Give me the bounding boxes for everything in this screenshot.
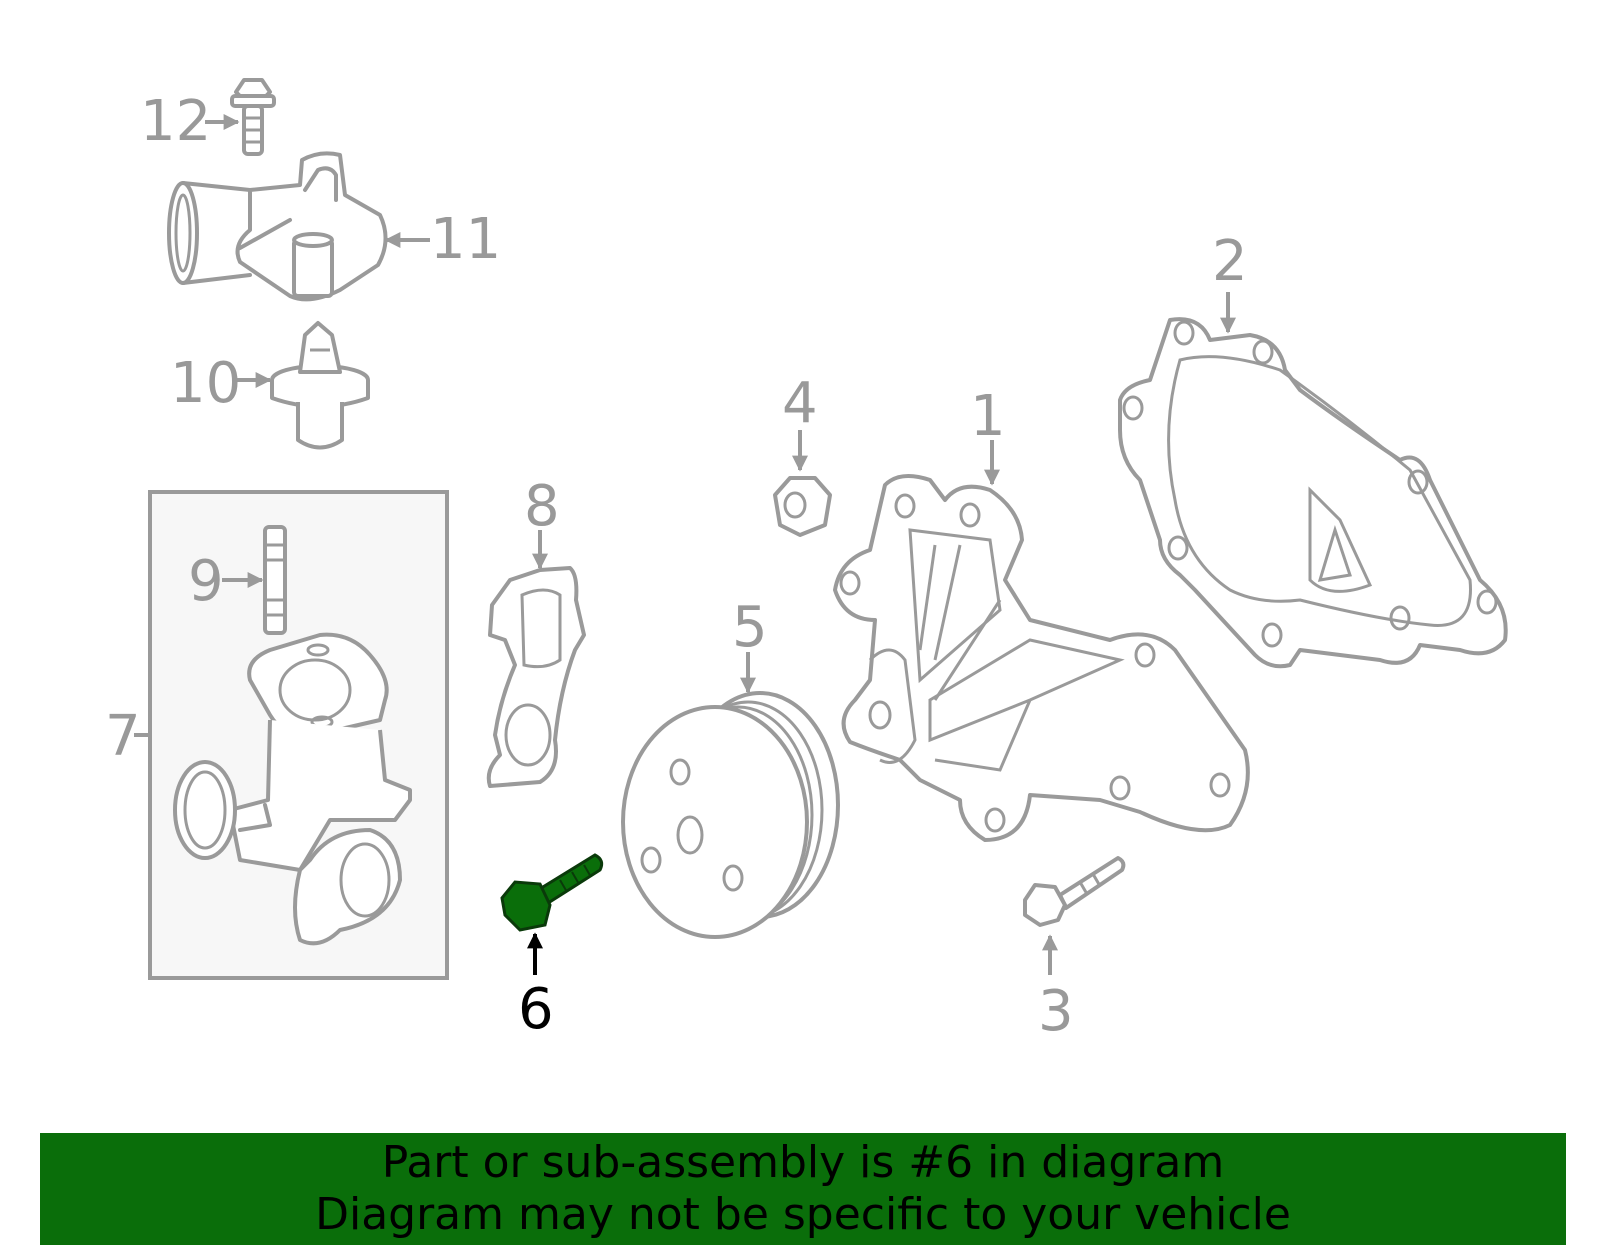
part-12-bolt	[230, 78, 276, 156]
callout-12: 12	[140, 89, 211, 154]
callout-4: 4	[782, 371, 818, 436]
callout-5: 5	[732, 595, 768, 660]
callout-2: 2	[1212, 229, 1248, 294]
part-3-bolt	[1023, 856, 1126, 927]
part-5-pulley	[621, 691, 840, 939]
part-8-gasket	[486, 566, 586, 788]
callout-8: 8	[524, 474, 560, 539]
callout-10: 10	[170, 351, 241, 416]
banner-line-1: Part or sub-assembly is #6 in diagram	[381, 1137, 1225, 1188]
part-9-stud	[263, 525, 287, 635]
part-7-water-inlet-housing	[173, 632, 412, 946]
part-4-nut	[773, 476, 832, 537]
banner-line-2: Diagram may not be specific to your vehi…	[315, 1189, 1291, 1240]
callout-6: 6	[518, 977, 554, 1042]
part-6-bolt-highlighted	[500, 853, 604, 932]
callout-7: 7	[105, 704, 141, 769]
callout-3: 3	[1038, 979, 1074, 1044]
callout-9: 9	[188, 549, 224, 614]
part-1-water-pump	[833, 474, 1250, 842]
part-11-water-outlet	[167, 151, 388, 302]
part-2-gasket-large	[1118, 317, 1508, 669]
part-10-thermostat	[270, 321, 370, 450]
callout-11: 11	[430, 207, 501, 272]
info-banner: Part or sub-assembly is #6 in diagram Di…	[40, 1133, 1566, 1245]
callout-1: 1	[970, 384, 1006, 449]
